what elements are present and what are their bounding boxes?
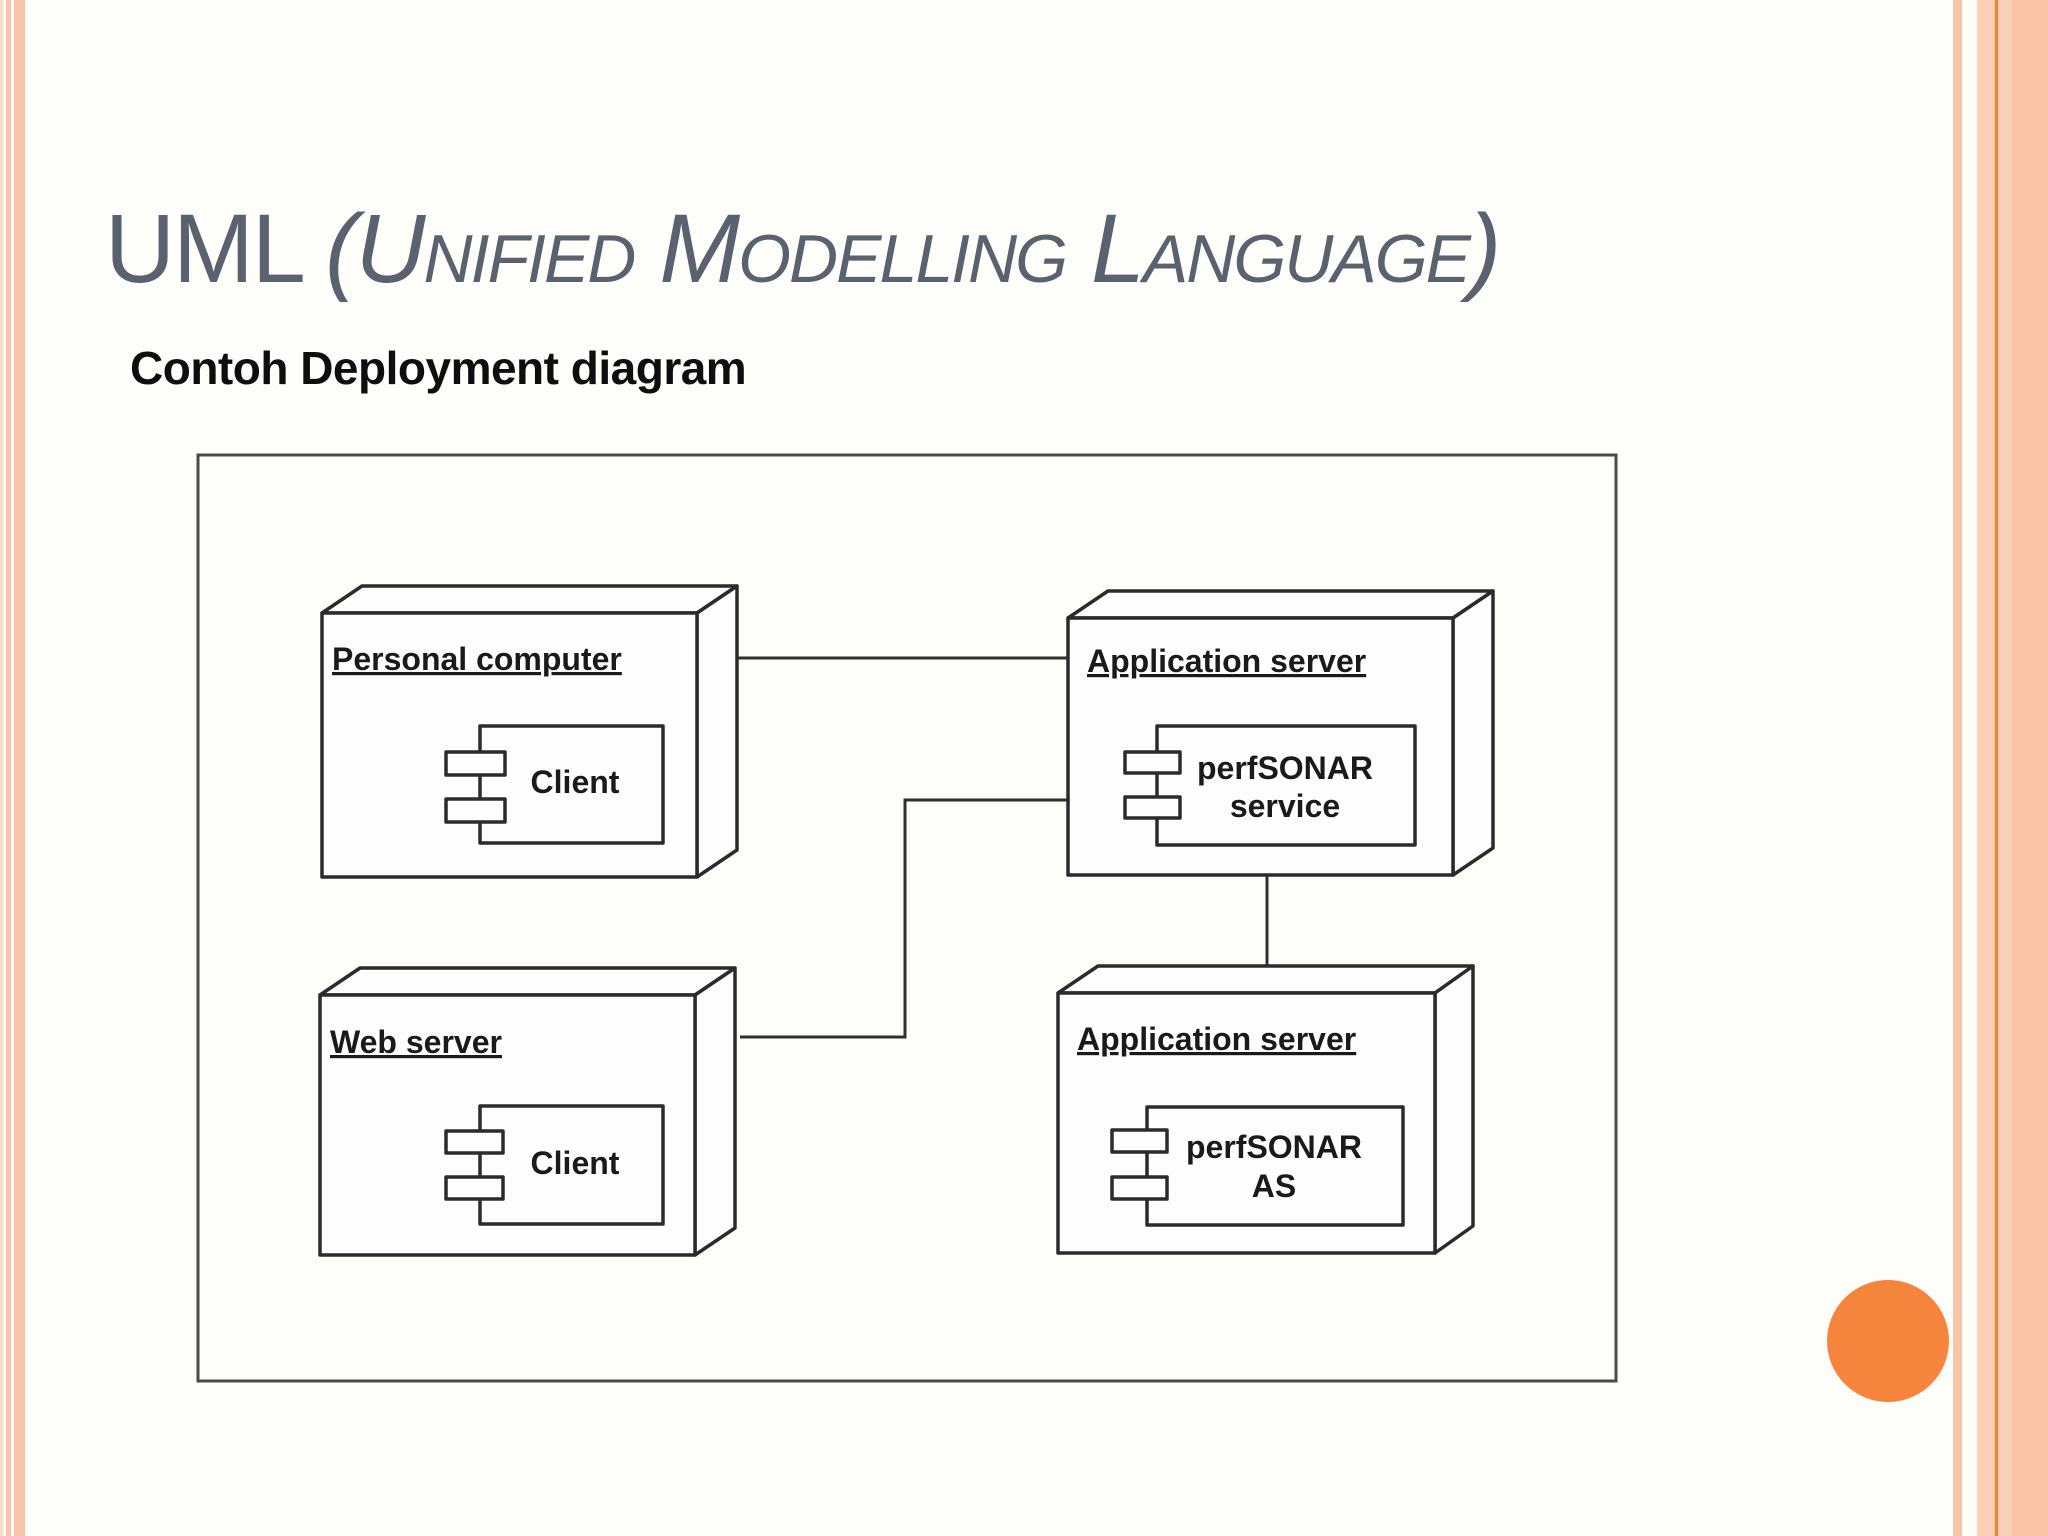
right-border-band <box>1977 0 2048 1536</box>
right-border-orange-line <box>1995 0 1998 1536</box>
node-side-face <box>1433 964 1475 1255</box>
node-label: Application server <box>1087 643 1366 679</box>
title-prefix: UML <box>105 194 326 303</box>
node-side-face <box>693 966 737 1257</box>
title-emphasis: (Unified Modelling Language) <box>325 194 1501 303</box>
node-top-face <box>1056 964 1475 995</box>
component-perfsonar-service: perfSONAR service <box>1123 724 1417 847</box>
node-top-face <box>318 966 737 997</box>
node-application-server-2: Application server perfSONAR AS <box>1056 964 1475 1255</box>
left-stripe-thick <box>14 0 25 1536</box>
component-label-line1: perfSONAR <box>1186 1129 1362 1165</box>
node-application-server-1: Application server perfSONAR service <box>1066 589 1495 877</box>
component-tab-bottom <box>444 797 507 824</box>
component-box <box>1145 1105 1405 1227</box>
component-label: Client <box>531 1145 620 1181</box>
node-side-face <box>1451 589 1495 877</box>
component-client-2: Client <box>444 1104 665 1226</box>
component-label: Client <box>531 764 620 800</box>
component-tab-bottom <box>444 1175 505 1201</box>
component-tab-top <box>444 750 507 777</box>
page-title: UML (Unified Modelling Language) <box>105 200 1501 297</box>
component-box <box>478 1104 665 1226</box>
node-web-server: Web server Client <box>318 966 737 1257</box>
component-label-line1: perfSONAR <box>1197 750 1373 786</box>
node-label: Application server <box>1077 1021 1356 1057</box>
node-top-face <box>320 584 739 615</box>
component-label-line2: AS <box>1252 1168 1296 1204</box>
node-label: Web server <box>330 1024 502 1060</box>
component-tab-top <box>444 1129 505 1155</box>
node-side-face <box>695 584 739 879</box>
component-label-line2: service <box>1230 788 1340 824</box>
node-top-face <box>1066 589 1495 620</box>
component-box <box>478 724 665 845</box>
component-tab-bottom <box>1123 795 1182 820</box>
component-tab-top <box>1123 750 1182 775</box>
component-tab-top <box>1110 1128 1169 1154</box>
connector-webserver-to-appserver1 <box>740 798 1068 1039</box>
right-border-dark-band <box>2012 0 2048 1536</box>
accent-circle <box>1827 1280 1949 1402</box>
component-perfsonar-as: perfSONAR AS <box>1110 1105 1405 1227</box>
diagram-frame <box>196 453 1618 1383</box>
left-stripe-outer <box>0 0 3 1536</box>
node-personal-computer: Personal computer Client <box>320 584 739 879</box>
component-tab-bottom <box>1110 1175 1169 1201</box>
right-stripe-thin <box>1953 0 1962 1536</box>
component-box <box>1155 724 1417 847</box>
component-client-1: Client <box>444 724 665 845</box>
subtitle: Contoh Deployment diagram <box>130 342 747 394</box>
node-label: Personal computer <box>332 641 622 677</box>
left-stripe-thin <box>6 0 11 1536</box>
